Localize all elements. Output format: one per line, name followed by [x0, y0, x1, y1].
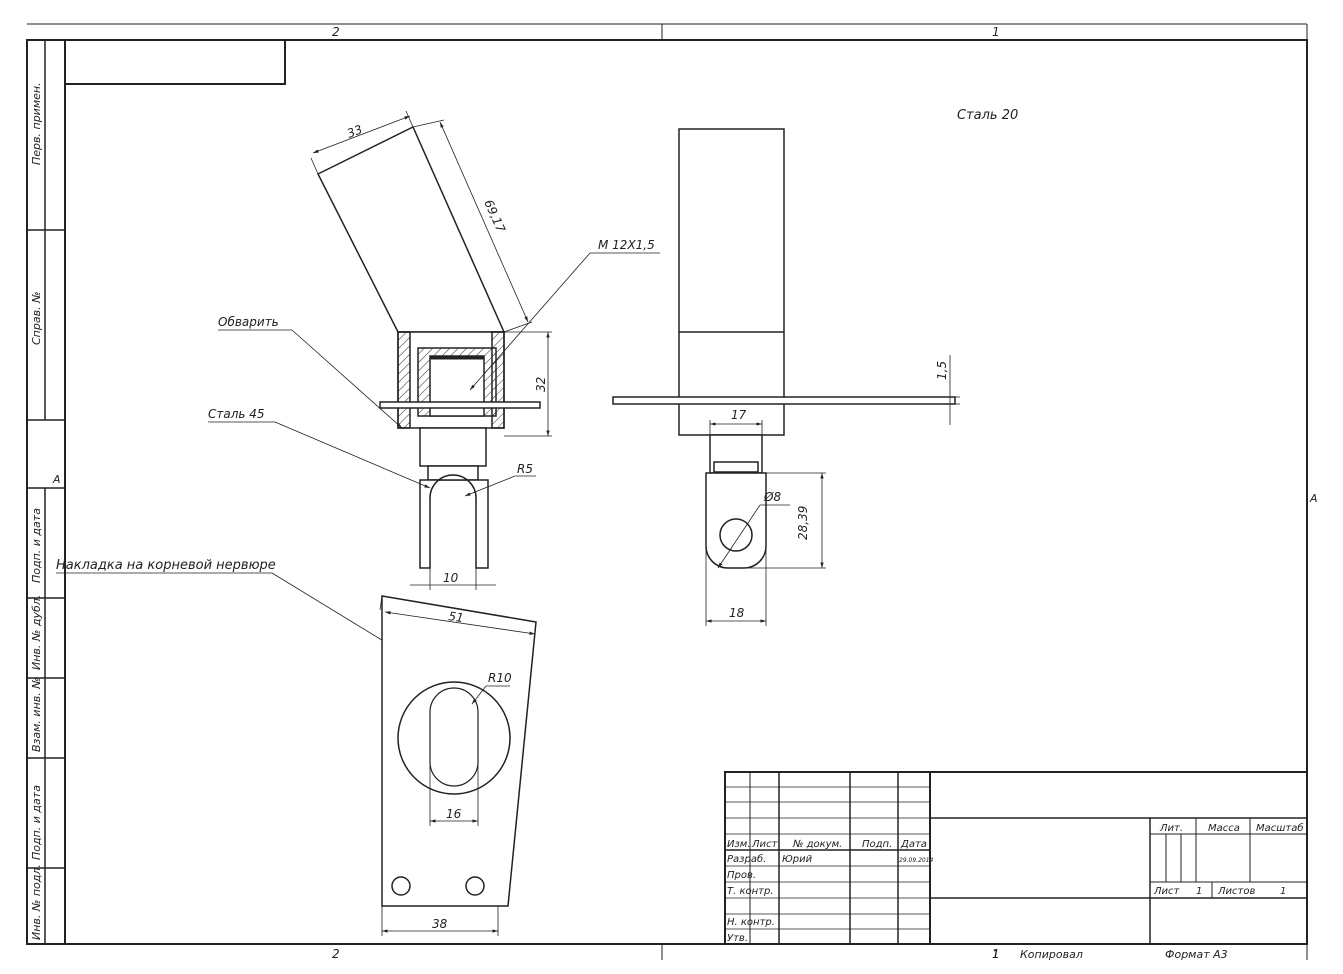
steel45-label: Сталь 45 [208, 407, 265, 421]
tb-date-value: 29.09.2014 [899, 857, 934, 864]
footer-number: 1 [992, 948, 999, 961]
tb-developer: Юрий [782, 854, 813, 865]
dim-1-5: 1,5 [935, 361, 949, 380]
footer-copied: Копировал [1020, 948, 1083, 961]
dim-69-17: 69,17 [481, 198, 508, 235]
stamp-podp-data-2: Подп. и дата [30, 785, 43, 860]
side-view [612, 128, 960, 626]
zone-top-right: 1 [992, 25, 1000, 39]
weld-label: Обварить [218, 315, 279, 329]
dim-38: 38 [432, 917, 448, 931]
root-rib-plate-view [379, 595, 537, 936]
dim-28-39: 28,39 [796, 506, 810, 540]
plate-label: Накладка на корневой нервюре [56, 558, 276, 573]
tb-prov: Пров. [727, 870, 756, 881]
tb-sheet-value: 1 [1196, 886, 1202, 897]
tb-razrab: Разраб. [727, 853, 766, 865]
dim-33: 33 [345, 122, 364, 141]
dim-51: 51 [448, 609, 465, 625]
tb-sheets-label: Листов [1217, 886, 1255, 897]
stamp-inv-podl: Инв. № подл. [30, 864, 43, 940]
tb-mass: Масса [1208, 823, 1240, 834]
zone-bottom-left: 2 [332, 947, 340, 961]
dim-32: 32 [534, 377, 548, 392]
stamp-perv-primen: Перв. примен. [30, 82, 43, 165]
zone-right-mark: A [1309, 492, 1318, 505]
zone-left-mark: A [52, 473, 61, 486]
dim-phi8: Ø8 [763, 490, 781, 504]
zone-bottom-right: 1 [992, 947, 1000, 961]
tb-doc: № докум. [792, 839, 842, 850]
dim-18: 18 [729, 606, 745, 620]
stamp-vzam-inv: Взам. инв. № [30, 677, 43, 752]
sheet-frame [26, 23, 1308, 960]
angled-tube-view [310, 110, 552, 590]
tb-utv: Утв. [727, 933, 748, 944]
stamp-sprav-no: Справ. № [30, 291, 43, 345]
dim-10: 10 [443, 571, 459, 585]
tb-sign: Подп. [862, 839, 892, 850]
tb-tkontr: Т. контр. [727, 886, 774, 897]
tb-date: Дата [900, 839, 927, 850]
stamp-podp-data-1: Подп. и дата [30, 508, 43, 583]
tb-lit: Лит. [1159, 823, 1183, 834]
stamp-inv-dubl: Инв. № дубл. [30, 595, 43, 670]
tb-nkontr: Н. контр. [727, 917, 775, 928]
tb-sheet-label: Лист [1153, 886, 1181, 897]
material-note: Сталь 20 [957, 108, 1018, 123]
tb-sheets-value: 1 [1280, 886, 1286, 897]
dim-r10: R10 [488, 671, 512, 685]
dim-r5: R5 [517, 462, 533, 476]
dim-17: 17 [731, 408, 747, 422]
tb-izm: Изм. [727, 839, 751, 850]
thread-label: М 12Х1,5 [598, 238, 655, 252]
title-block [724, 771, 1308, 945]
footer-format: Формат А3 [1165, 948, 1228, 961]
tb-list: Лист [751, 839, 779, 850]
dim-16: 16 [446, 807, 462, 821]
tb-scale: Масштаб [1256, 822, 1304, 834]
leader-lines [56, 252, 660, 657]
zone-top-left: 2 [332, 25, 340, 39]
